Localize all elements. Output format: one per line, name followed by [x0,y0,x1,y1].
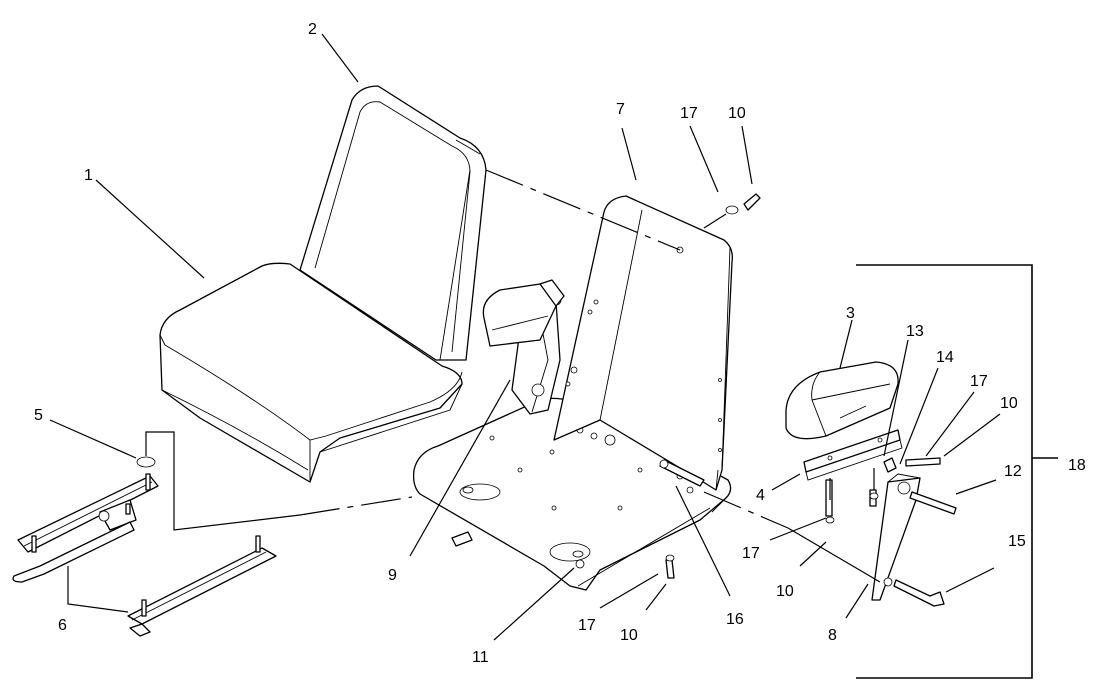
group-18-bracket [856,264,1033,679]
callout-17-mid: 17 [742,545,760,562]
assembly-phantom-lines [145,169,881,583]
callout-17-bottom: 17 [578,617,596,634]
callout-2: 2 [308,21,317,38]
callout-3: 3 [846,305,855,322]
leader-lines [49,33,1001,641]
callout-5: 5 [34,407,43,424]
armrest-support-post [871,473,921,601]
callout-15: 15 [1008,533,1026,550]
right-armrest [785,361,899,440]
callout-9: 9 [388,567,397,584]
seat-slide-rails [12,456,277,637]
callout-16: 16 [726,611,744,628]
callout-7: 7 [616,101,625,118]
callout-10-bottom: 10 [620,627,638,644]
callout-17-top: 17 [680,105,698,122]
callout-10-top: 10 [728,105,746,122]
callout-13: 13 [906,323,924,340]
callout-14: 14 [936,349,954,366]
callout-10-right: 10 [1000,395,1018,412]
callout-10-mid: 10 [776,583,794,600]
callout-17-right: 17 [970,373,988,390]
seat-pan-frame [412,195,733,591]
callout-1: 1 [84,167,93,184]
seat-back-cushion [299,85,487,361]
callout-6: 6 [58,617,67,634]
callout-18: 18 [1068,457,1086,474]
seat-bottom-cushion [159,262,463,483]
callout-12: 12 [1004,463,1022,480]
armrest-mount-bracket [803,429,903,481]
callout-8: 8 [828,627,837,644]
callout-4: 4 [756,487,765,504]
callout-11: 11 [472,649,489,666]
left-armrest [482,279,565,347]
